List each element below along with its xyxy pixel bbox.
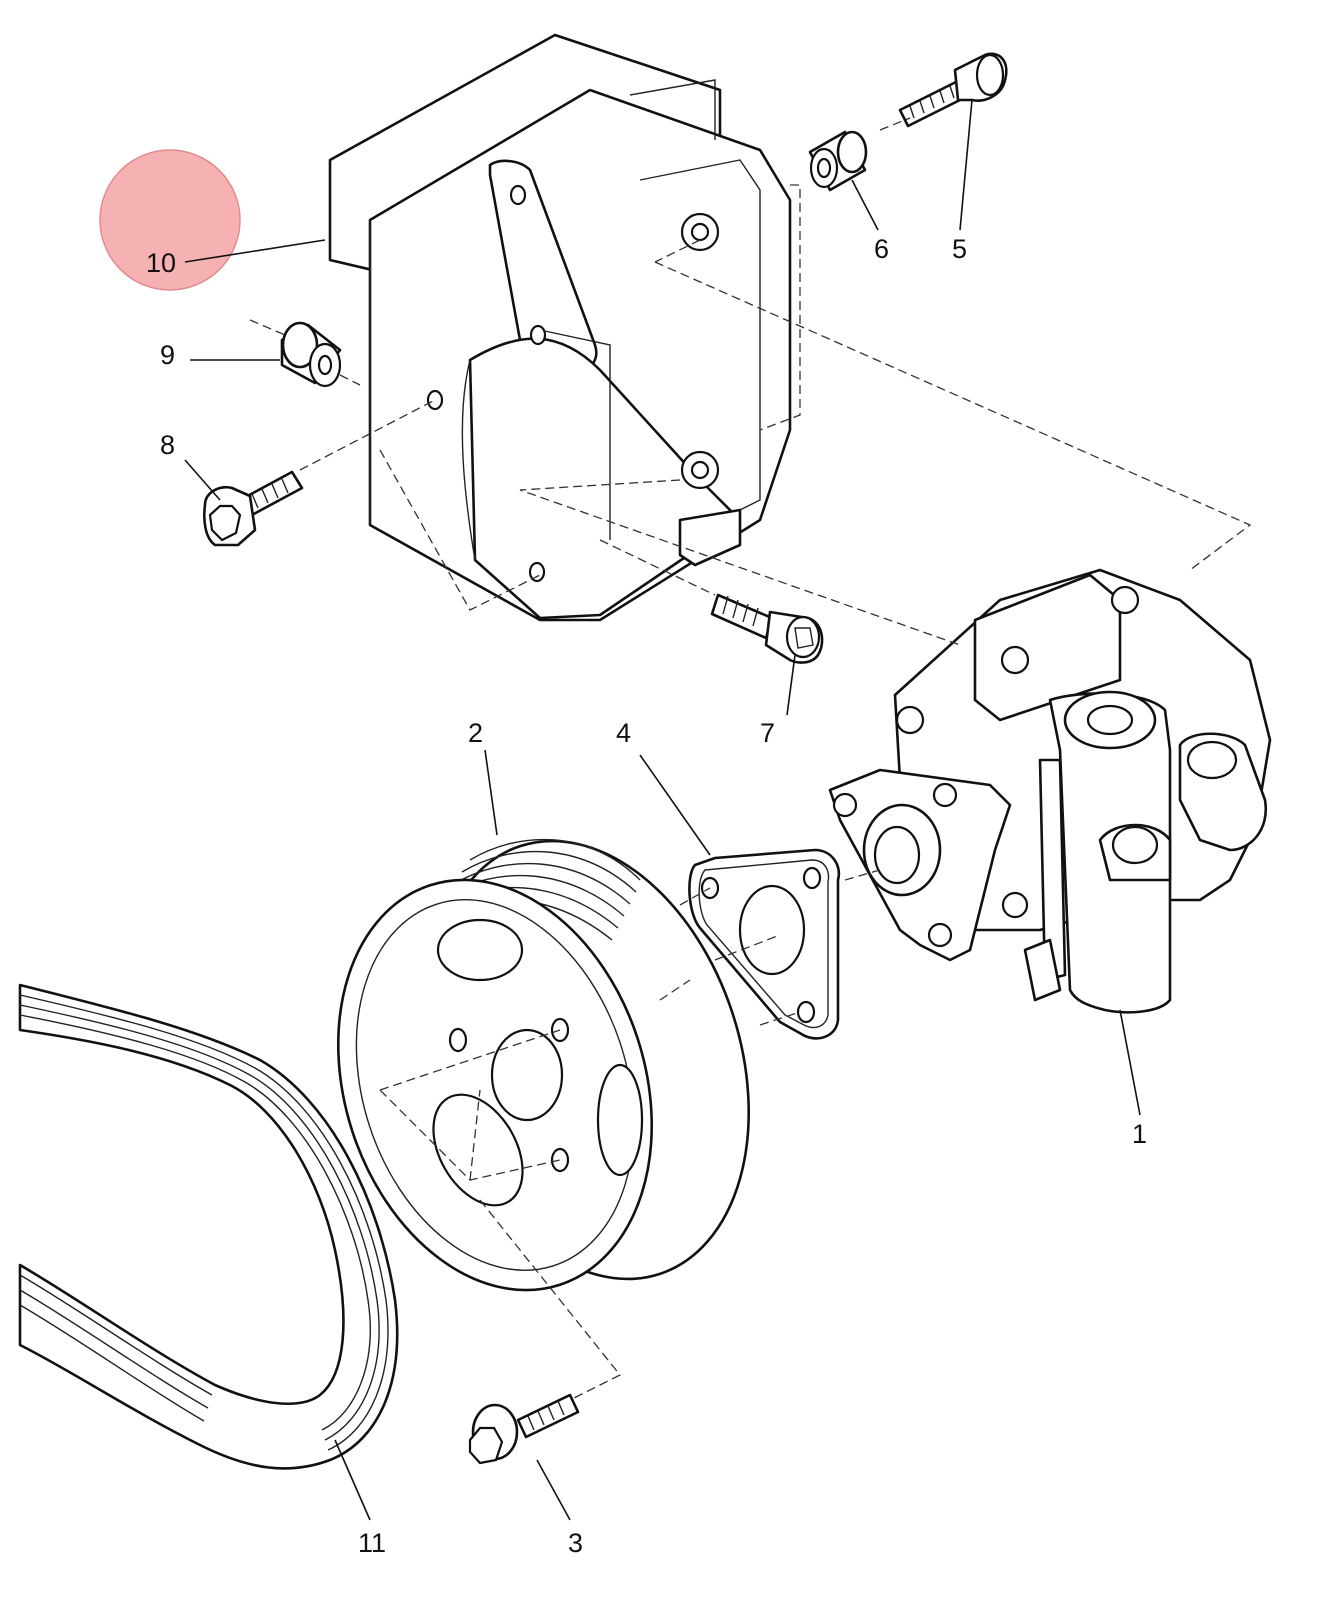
- callout-6: 6: [874, 234, 889, 264]
- callout-9: 9: [160, 340, 175, 370]
- callout-11: 11: [358, 1528, 386, 1558]
- part-6-spacer-sleeve[interactable]: [808, 130, 868, 192]
- part-4-gasket[interactable]: [688, 848, 841, 1040]
- part-7-socket-head-bolt[interactable]: [710, 593, 824, 664]
- leader-lines: [184, 99, 1141, 1521]
- part-8-bolt[interactable]: [203, 470, 304, 547]
- part-2-pulley[interactable]: [287, 800, 802, 1331]
- part-3-flange-bolt[interactable]: [468, 1393, 580, 1465]
- callout-4: 4: [616, 718, 631, 748]
- callout-8: 8: [160, 430, 175, 460]
- callout-2: 2: [468, 718, 483, 748]
- callout-labels: 1 2 3 4 5 6 7 8 9 10 11: [146, 234, 1147, 1558]
- part-11-drive-belt[interactable]: [18, 983, 399, 1470]
- callout-highlight-circle: [99, 149, 241, 291]
- part-5-bolt[interactable]: [898, 52, 1008, 128]
- callout-1: 1: [1132, 1119, 1147, 1149]
- assembly-lines: [249, 117, 1252, 1401]
- part-9-spacer-sleeve[interactable]: [280, 321, 342, 388]
- callout-7: 7: [760, 718, 775, 748]
- callout-3: 3: [568, 1528, 583, 1558]
- callout-10: 10: [146, 248, 176, 278]
- part-1-power-steering-pump[interactable]: [828, 568, 1272, 1014]
- callout-5: 5: [952, 234, 967, 264]
- part-10-mounting-bracket[interactable]: [328, 33, 792, 622]
